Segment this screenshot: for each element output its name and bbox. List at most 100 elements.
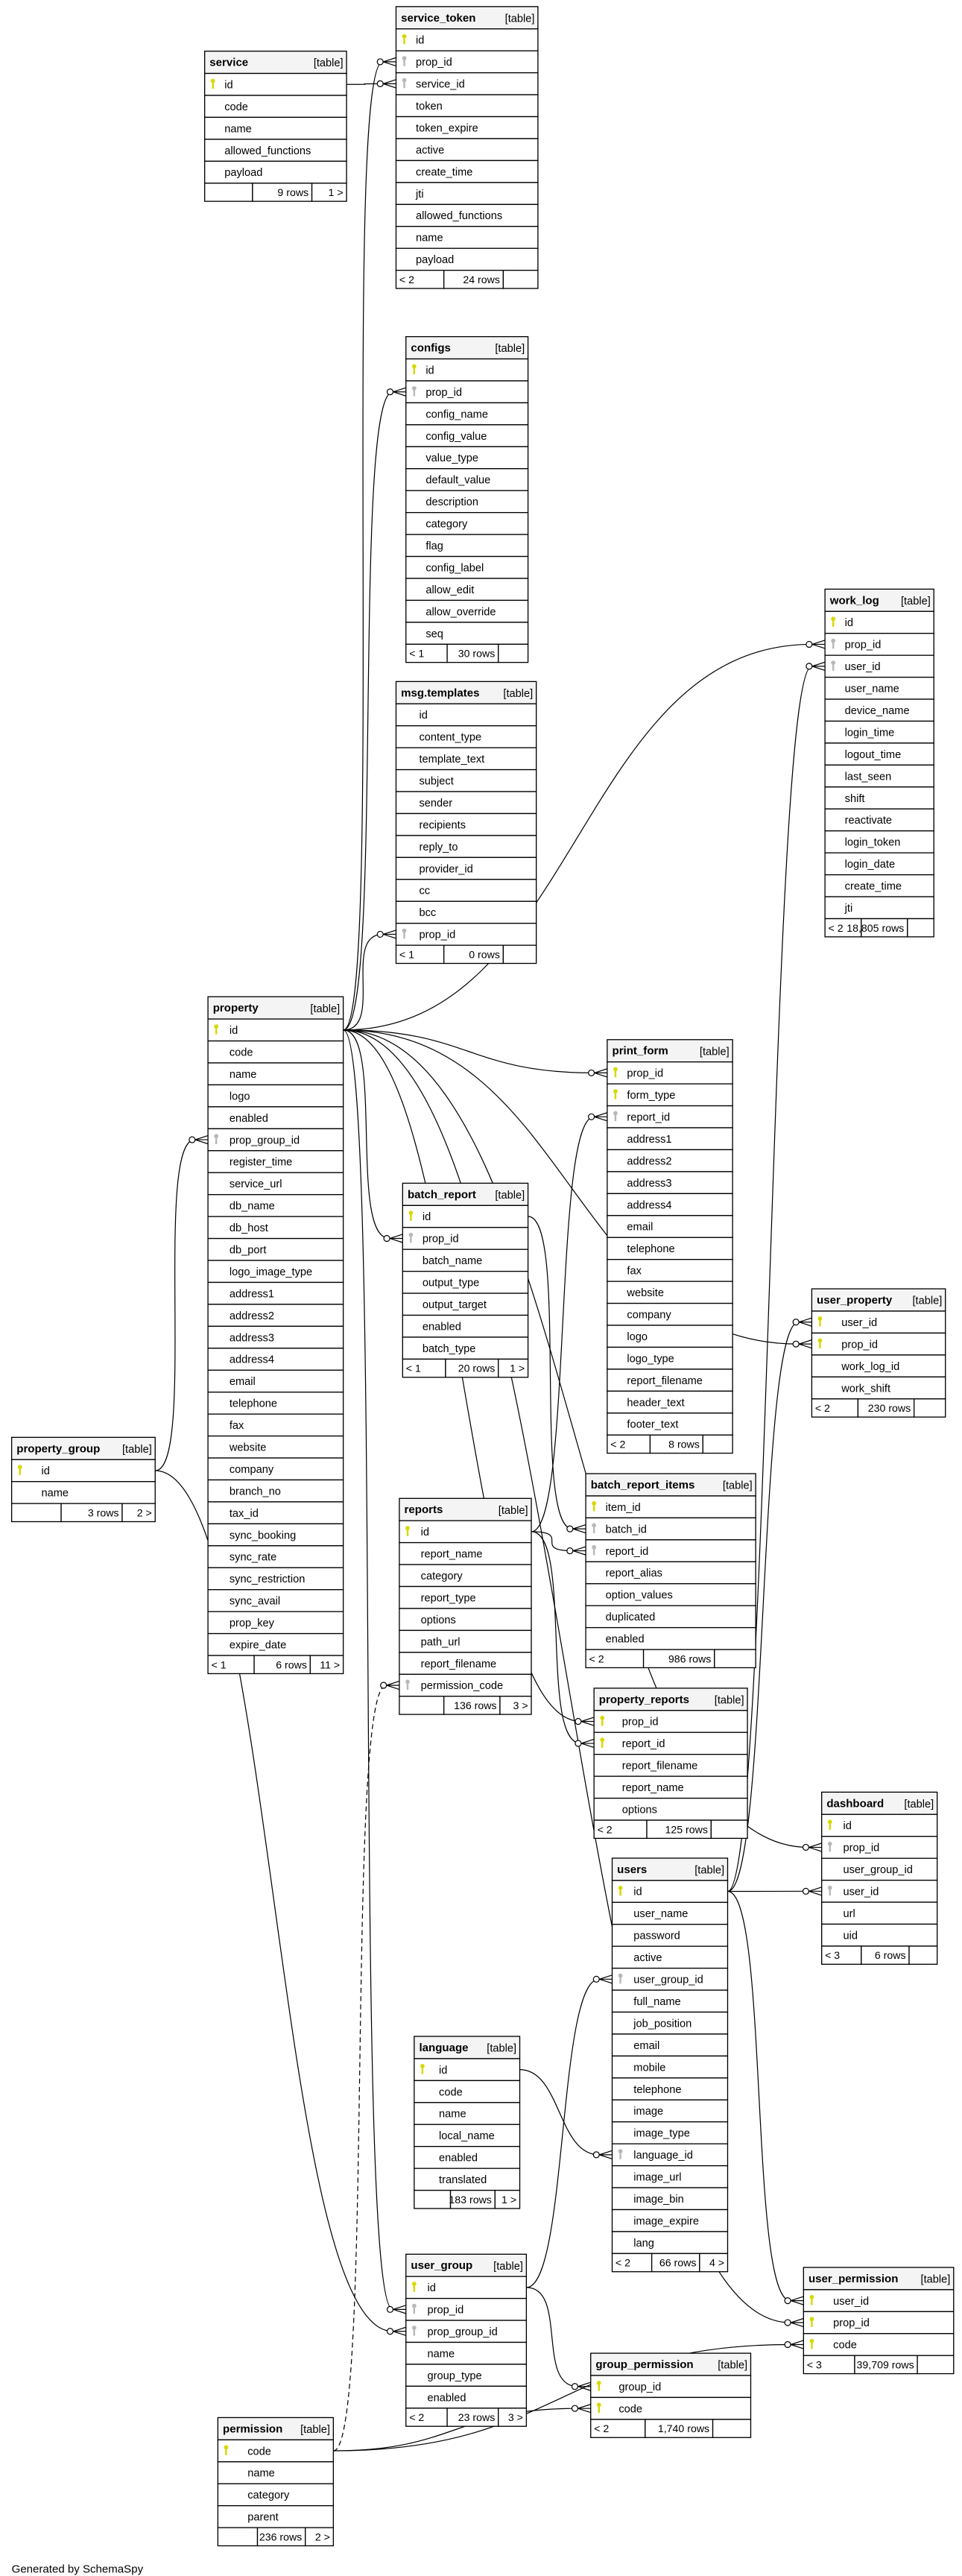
column-row[interactable]: user_name — [824, 676, 934, 700]
column-row[interactable]: id — [207, 1018, 344, 1042]
column-row[interactable]: lang — [611, 2231, 729, 2255]
column-row[interactable]: register_time — [207, 1150, 344, 1173]
column-row[interactable]: category — [405, 511, 529, 535]
parents-count[interactable]: < 2 — [598, 1824, 613, 1836]
parents-count[interactable]: < 2 — [409, 2412, 424, 2424]
column-row[interactable]: mobile — [611, 2055, 729, 2079]
column-row[interactable]: id — [399, 1520, 532, 1544]
column-row[interactable]: local_name — [414, 2124, 521, 2147]
table-reports[interactable]: reports[table]idreport_namecategoryrepor… — [399, 1497, 532, 1715]
table-name[interactable]: print_form — [613, 1045, 668, 1058]
column-row[interactable]: batch_id — [585, 1517, 756, 1541]
column-row[interactable]: expire_date — [207, 1632, 344, 1656]
column-row[interactable]: header_text — [607, 1390, 733, 1414]
column-row[interactable]: batch_type — [402, 1336, 529, 1360]
column-row[interactable]: payload — [395, 247, 539, 271]
column-row[interactable]: permission_code — [399, 1673, 532, 1697]
children-count[interactable]: 11 > — [320, 1659, 340, 1671]
column-row[interactable]: create_time — [824, 874, 934, 897]
parents-count[interactable]: < 2 — [594, 2423, 609, 2435]
column-row[interactable]: reactivate — [824, 808, 934, 832]
table-name[interactable]: batch_report_items — [591, 1479, 695, 1491]
column-row[interactable]: company — [607, 1302, 733, 1326]
column-row[interactable]: id — [203, 72, 347, 96]
column-row[interactable]: allowed_functions — [203, 139, 347, 162]
table-name[interactable]: user_permission — [808, 2273, 898, 2285]
column-row[interactable]: create_time — [395, 160, 539, 183]
children-count[interactable]: 1 > — [329, 187, 344, 199]
column-row[interactable]: logo_image_type — [207, 1260, 344, 1284]
column-row[interactable]: token — [395, 94, 539, 118]
parents-count[interactable]: < 3 — [825, 1950, 840, 1962]
parents-count[interactable]: < 1 — [406, 1363, 421, 1375]
column-row[interactable]: branch_no — [207, 1479, 344, 1503]
column-row[interactable]: output_target — [402, 1292, 529, 1316]
column-row[interactable]: fax — [207, 1413, 344, 1437]
column-row[interactable]: email — [611, 2033, 729, 2057]
column-row[interactable]: prop_id — [395, 50, 539, 74]
column-row[interactable]: report_name — [593, 1775, 748, 1799]
column-row[interactable]: subject — [395, 768, 537, 792]
table-name[interactable]: batch_report — [408, 1188, 476, 1201]
column-row[interactable]: footer_text — [607, 1412, 733, 1436]
column-row[interactable]: jti — [395, 182, 539, 205]
column-row[interactable]: address2 — [607, 1149, 733, 1172]
column-row[interactable]: category — [399, 1564, 532, 1588]
column-row[interactable]: enabled — [414, 2146, 521, 2169]
column-row[interactable]: id — [395, 28, 539, 51]
column-row[interactable]: id — [611, 1880, 729, 1903]
column-row[interactable]: logo — [607, 1325, 733, 1348]
column-row[interactable]: address1 — [207, 1281, 344, 1305]
table-name[interactable]: user_property — [817, 1294, 893, 1307]
children-count[interactable]: 2 > — [137, 1507, 152, 1519]
column-row[interactable]: options — [399, 1608, 532, 1632]
column-row[interactable]: jti — [824, 896, 934, 920]
table-name[interactable]: work_log — [829, 594, 879, 607]
column-row[interactable]: path_url — [399, 1629, 532, 1653]
table-name[interactable]: group_permission — [595, 2358, 693, 2371]
column-row[interactable]: code — [207, 1040, 344, 1064]
column-row[interactable]: name — [203, 116, 347, 140]
table-configs[interactable]: configs[table]idprop_idconfig_nameconfig… — [405, 335, 529, 663]
column-row[interactable]: login_date — [824, 852, 934, 876]
children-count[interactable]: 1 > — [510, 1363, 525, 1375]
column-row[interactable]: address4 — [207, 1348, 344, 1371]
parents-count[interactable]: < 3 — [807, 2359, 822, 2371]
column-row[interactable]: enabled — [207, 1106, 344, 1130]
table-service-token[interactable]: service_token[table]idprop_idservice_idt… — [395, 6, 539, 289]
column-row[interactable]: db_host — [207, 1216, 344, 1240]
column-row[interactable]: id — [395, 703, 537, 727]
parents-count[interactable]: < 2 — [399, 274, 414, 286]
column-row[interactable]: website — [607, 1281, 733, 1304]
column-row[interactable]: prop_id — [824, 633, 934, 656]
column-row[interactable]: prop_id — [811, 1332, 946, 1356]
column-row[interactable]: sync_booking — [207, 1523, 344, 1547]
column-row[interactable]: report_id — [607, 1105, 733, 1128]
table-permission[interactable]: permission[table]codenamecategoryparent2… — [217, 2416, 335, 2547]
column-row[interactable]: report_alias — [585, 1561, 756, 1585]
column-row[interactable]: translated — [414, 2168, 521, 2191]
column-row[interactable]: work_shift — [811, 1376, 946, 1400]
column-row[interactable]: active — [395, 138, 539, 162]
children-count[interactable]: 2 > — [315, 2531, 330, 2543]
column-row[interactable]: active — [611, 1945, 729, 1969]
column-row[interactable]: cc — [395, 879, 537, 902]
column-row[interactable]: logo_type — [607, 1346, 733, 1370]
column-row[interactable]: user_group_id — [611, 1967, 729, 1991]
column-row[interactable]: email — [207, 1369, 344, 1393]
column-row[interactable]: user_group_id — [821, 1857, 938, 1881]
column-row[interactable]: user_name — [611, 1901, 729, 1925]
parents-count[interactable]: < 2 — [610, 1439, 625, 1451]
table-name[interactable]: dashboard — [826, 1797, 884, 1810]
column-row[interactable]: service_id — [395, 72, 539, 95]
table-name[interactable]: reports — [405, 1503, 443, 1516]
table-name[interactable]: configs — [411, 342, 451, 355]
column-row[interactable]: enabled — [405, 2385, 528, 2409]
column-row[interactable]: user_id — [821, 1879, 938, 1903]
column-row[interactable]: sync_restriction — [207, 1567, 344, 1591]
table-users[interactable]: users[table]iduser_namepasswordactiveuse… — [611, 1857, 729, 2273]
column-row[interactable]: image — [611, 2099, 729, 2123]
table-property-reports[interactable]: property_reports[table]prop_idreport_idr… — [593, 1688, 748, 1840]
